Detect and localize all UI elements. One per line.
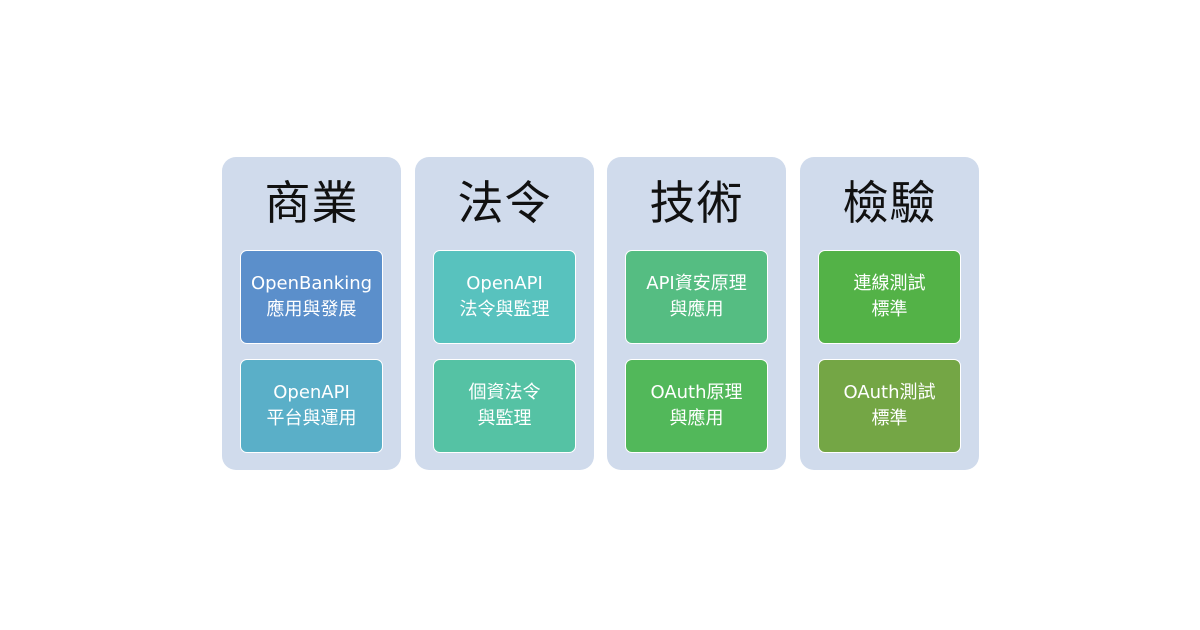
column-technology: 技術 API資安原理 與應用 OAuth原理 與應用 [607, 157, 786, 470]
column-law: 法令 OpenAPI 法令與監理 個資法令 與監理 [415, 157, 594, 470]
card-privacy-law: 個資法令 與監理 [433, 359, 576, 453]
column-heading: 檢驗 [842, 176, 937, 230]
card-line: OAuth原理 [650, 382, 743, 403]
card-api-security: API資安原理 與應用 [625, 250, 768, 344]
card-line: 法令與監理 [459, 299, 550, 320]
card-line: OpenAPI [273, 382, 350, 403]
card-oauth-principle: OAuth原理 與應用 [625, 359, 768, 453]
card-line: 連線測試 [853, 273, 926, 294]
column-business: 商業 OpenBanking 應用與發展 OpenAPI 平台與運用 [222, 157, 401, 470]
column-testing: 檢驗 連線測試 標準 OAuth測試 標準 [800, 157, 979, 470]
card-line: 平台與運用 [266, 408, 357, 429]
card-openapi-platform: OpenAPI 平台與運用 [240, 359, 383, 453]
column-heading: 技術 [649, 176, 744, 230]
card-line: 標準 [871, 299, 908, 320]
card-line: 與監理 [477, 408, 532, 429]
column-heading: 法令 [457, 176, 552, 230]
card-openapi-regulation: OpenAPI 法令與監理 [433, 250, 576, 344]
card-openbanking: OpenBanking 應用與發展 [240, 250, 383, 344]
card-oauth-test: OAuth測試 標準 [818, 359, 961, 453]
card-line: OpenBanking [250, 273, 373, 294]
card-line: 與應用 [669, 299, 724, 320]
card-line: OpenAPI [466, 273, 543, 294]
column-heading: 商業 [264, 176, 359, 230]
card-line: API資安原理 [646, 273, 747, 294]
card-line: 標準 [871, 408, 908, 429]
card-line: 應用與發展 [266, 299, 357, 320]
card-connection-test: 連線測試 標準 [818, 250, 961, 344]
card-line: OAuth測試 [843, 382, 936, 403]
card-line: 個資法令 [468, 382, 541, 403]
card-line: 與應用 [669, 408, 724, 429]
